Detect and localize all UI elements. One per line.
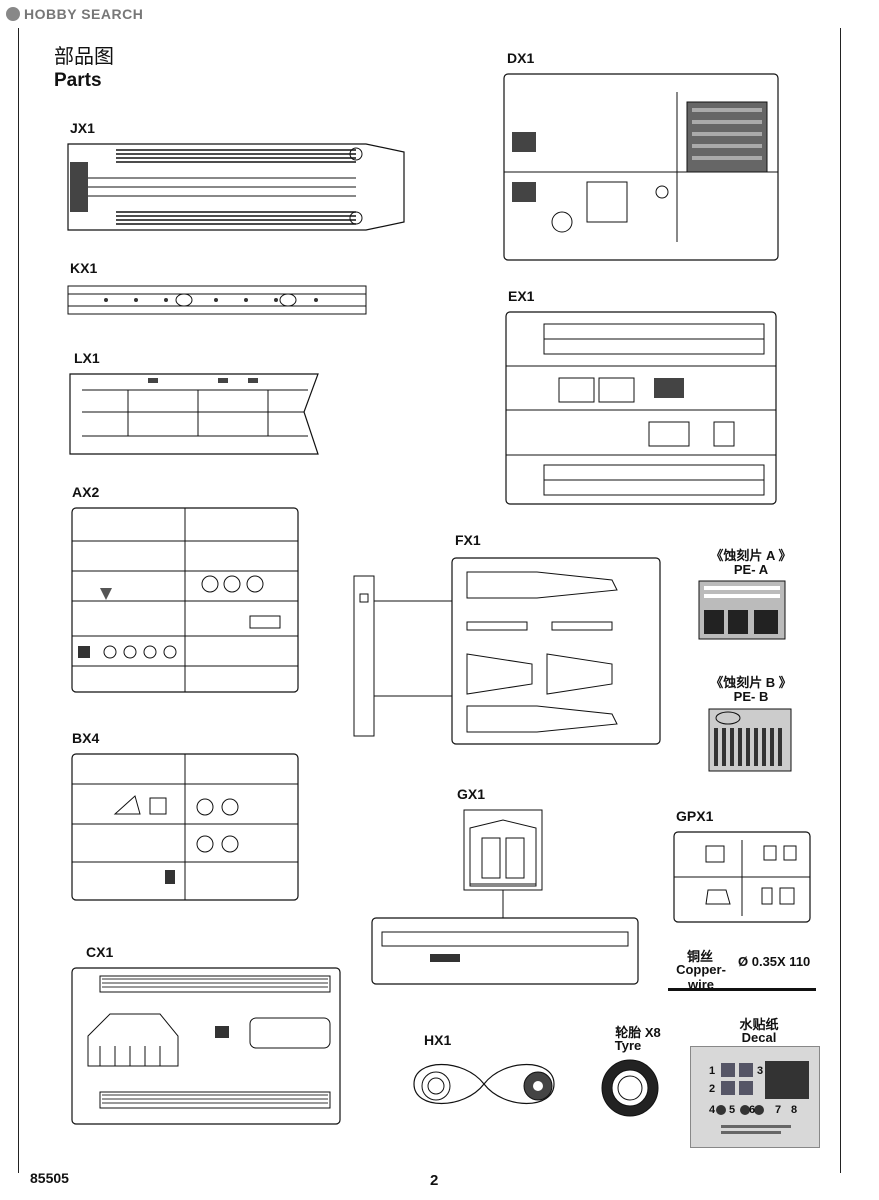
sprue-label-cx1: CX1 — [86, 944, 114, 960]
decal-number-7: 7 — [775, 1104, 782, 1116]
pe-b-title-cn: 《蚀刻片 B 》 — [710, 675, 792, 690]
sprue-label-bx4: BX4 — [72, 730, 100, 746]
sprue-ax2-drawing — [71, 507, 299, 693]
tyre-title: Tyre — [614, 1038, 642, 1053]
sprue-hx1-drawing — [413, 1064, 555, 1104]
sprue-gpx1-drawing — [673, 831, 811, 923]
decal-sheet-art — [716, 1061, 809, 1134]
decal-number-6: 6 — [749, 1104, 756, 1116]
sprue-label-gx1: GX1 — [457, 786, 486, 802]
copper-wire-title-cn: 铜丝 — [686, 949, 713, 964]
decal-title: Decal — [741, 1030, 777, 1045]
sprue-label-ax2: AX2 — [72, 484, 100, 500]
sprue-label-kx1: KX1 — [70, 260, 98, 276]
copper-wire-line — [668, 988, 816, 991]
copper-wire-spec: Ø 0.35X 110 — [738, 954, 811, 969]
sprue-label-dx1: DX1 — [507, 50, 535, 66]
sprue-label-lx1: LX1 — [74, 350, 100, 366]
sprue-label-gpx1: GPX1 — [676, 808, 714, 824]
sprue-label-hx1: HX1 — [424, 1032, 452, 1048]
page-border-left — [18, 28, 19, 1173]
logo-icon — [6, 7, 20, 21]
pe-b-drawing — [708, 708, 792, 772]
decal-number-8: 8 — [791, 1104, 798, 1116]
sprue-dx1-drawing — [503, 73, 779, 261]
decal-number-5: 5 — [729, 1104, 736, 1116]
sprue-label-ex1: EX1 — [508, 288, 535, 304]
sprue-kx1-drawing — [67, 285, 367, 315]
sprue-label-fx1: FX1 — [455, 532, 481, 548]
decal-number-4: 4 — [709, 1104, 716, 1116]
pe-a-drawing — [698, 580, 786, 640]
sprue-ex1-drawing — [505, 311, 777, 505]
decal-number-2: 2 — [709, 1083, 716, 1095]
decal-number-3: 3 — [757, 1065, 764, 1077]
sprue-cx1-drawing — [71, 967, 341, 1125]
sprue-lx1-drawing — [69, 373, 319, 455]
tyre-title-cn: 轮胎 X8 — [615, 1025, 661, 1040]
decal-sheet: 1 2 3 4 5 6 7 8 — [690, 1046, 820, 1148]
sprue-jx1-drawing — [67, 143, 405, 231]
pe-b-title: PE- B — [733, 689, 769, 704]
pe-a-title-cn: 《蚀刻片 A 》 — [710, 548, 792, 563]
pe-a-title: PE- A — [733, 562, 769, 577]
page-border-right — [840, 28, 841, 1173]
page-number: 2 — [430, 1172, 439, 1189]
decal-number-1: 1 — [709, 1065, 716, 1077]
sprue-fx1-drawing — [353, 557, 661, 745]
sprue-label-jx1: JX1 — [70, 120, 95, 136]
decal-title-cn: 水贴纸 — [739, 1017, 779, 1032]
tyre-drawing — [601, 1059, 659, 1117]
sprue-bx4-drawing — [71, 753, 299, 901]
page-title-cn: 部品图 — [54, 46, 114, 68]
page-title: Parts — [54, 70, 102, 91]
site-logo: HOBBY SEARCH — [6, 6, 143, 22]
logo-text: HOBBY SEARCH — [24, 6, 144, 22]
sprue-gx1-drawing — [371, 809, 639, 985]
product-code: 85505 — [30, 1170, 69, 1186]
